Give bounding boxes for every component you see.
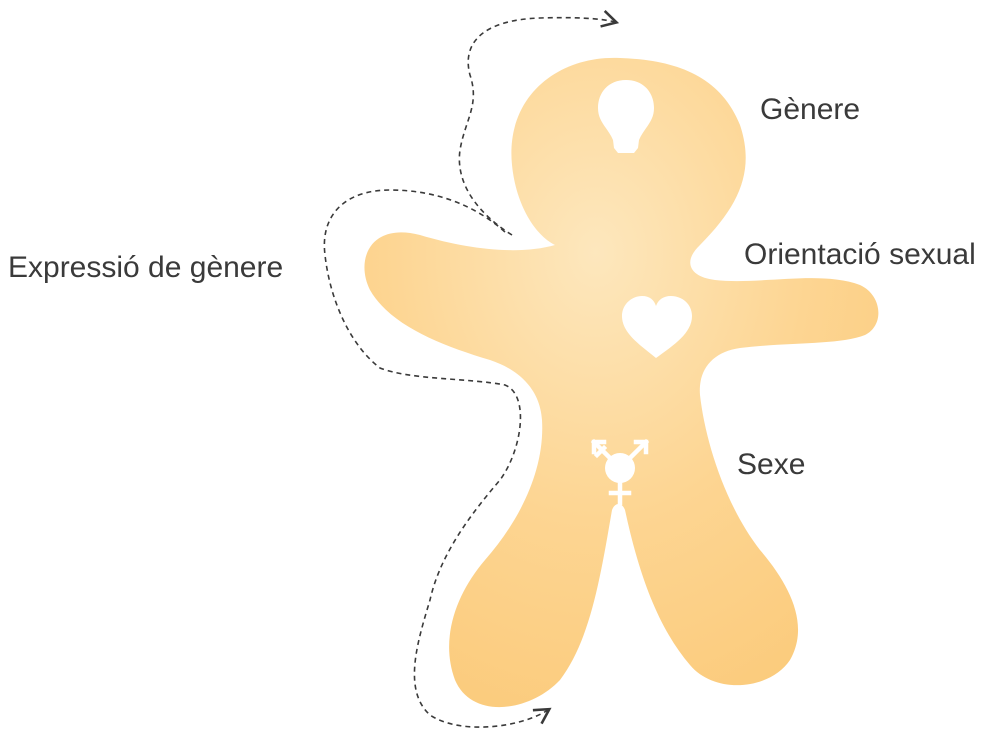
- dashed-arrow-top: [458, 10, 620, 236]
- label-gender: Gènere: [760, 93, 861, 126]
- label-sexual-orientation: Orientació sexual: [744, 238, 976, 271]
- lightbulb-icon: [598, 80, 654, 153]
- label-gender-expression: Expressió de gènere: [8, 251, 284, 284]
- transgender-symbol-icon: [590, 438, 650, 506]
- label-sex: Sexe: [737, 448, 806, 481]
- dashed-arrow-side: [323, 189, 552, 728]
- heart-icon: [622, 296, 692, 358]
- body-shape: [364, 57, 879, 708]
